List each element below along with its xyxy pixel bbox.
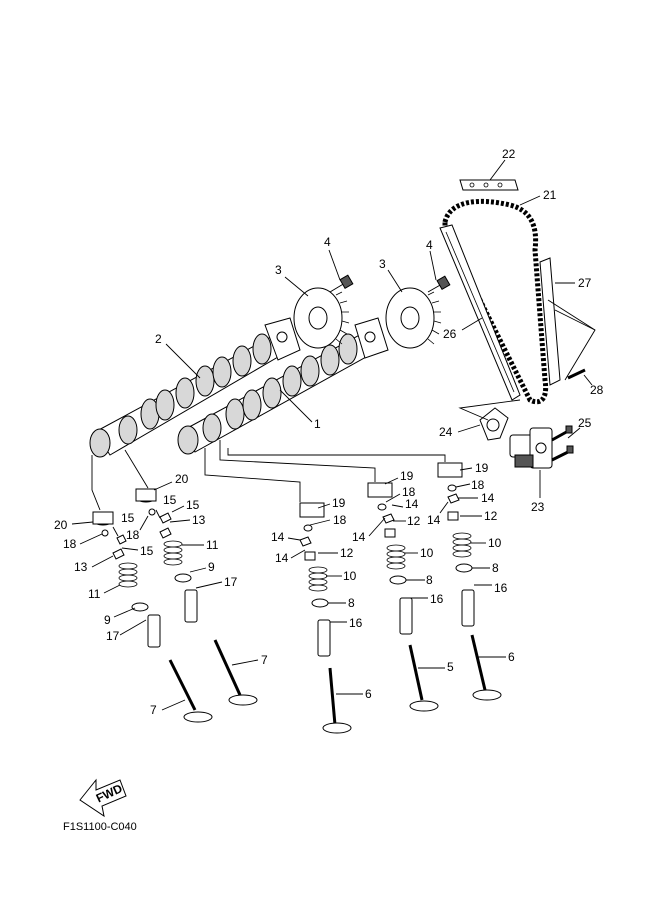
label-10-e: 10: [488, 536, 502, 550]
label-15-b1: 15: [163, 493, 177, 507]
valve-stack-b: [135, 488, 258, 706]
cam-chain-21: [442, 198, 549, 405]
label-18-d: 18: [402, 485, 416, 499]
fwd-arrow-icon: FWD: [79, 778, 127, 818]
label-8-e: 8: [492, 561, 499, 575]
label-26: 26: [443, 327, 457, 341]
label-4-left: 4: [324, 235, 331, 249]
label-8-c: 8: [348, 596, 355, 610]
tensioner-guide-27: [539, 257, 596, 386]
label-7-right: 7: [261, 653, 268, 667]
label-12-e: 12: [484, 509, 498, 523]
valve-stack-c: [299, 502, 352, 734]
label-14-e1: 14: [481, 491, 495, 505]
label-14-e2: 14: [427, 513, 441, 527]
pin-28: [567, 368, 586, 380]
valve-stack-e: [437, 462, 502, 701]
label-7-left: 7: [150, 703, 157, 717]
label-9-a: 9: [104, 613, 111, 627]
label-13-b: 13: [192, 513, 206, 527]
label-18-b: 18: [126, 528, 140, 542]
label-15-a1: 15: [121, 511, 135, 525]
chain-guide-22: [459, 179, 519, 191]
valve-stack-a: [92, 511, 213, 723]
label-8-d: 8: [426, 573, 433, 587]
label-20-a: 20: [54, 518, 68, 532]
label-14-c2: 14: [275, 551, 289, 565]
label-19-d: 19: [400, 469, 414, 483]
label-10-c: 10: [343, 569, 357, 583]
label-25: 25: [578, 416, 592, 430]
label-18-e: 18: [471, 478, 485, 492]
camshaft-2: [89, 317, 301, 458]
gasket-24: [479, 407, 509, 441]
label-6-right: 6: [508, 650, 515, 664]
label-11-a: 11: [88, 587, 101, 601]
label-14-d1: 14: [405, 497, 419, 511]
label-14-d2: 14: [352, 530, 366, 544]
camshaft-1: [177, 317, 389, 455]
label-20-b: 20: [175, 472, 189, 486]
label-17-b: 17: [224, 575, 238, 589]
label-1: 1: [314, 417, 321, 431]
label-23: 23: [531, 500, 545, 514]
label-16-e: 16: [494, 581, 508, 595]
label-24: 24: [439, 425, 453, 439]
label-27: 27: [578, 276, 592, 290]
label-11-b: 11: [206, 538, 219, 552]
label-18-a: 18: [63, 537, 77, 551]
label-3-left: 3: [275, 263, 282, 277]
label-15-a2: 15: [140, 544, 154, 558]
label-9-b: 9: [208, 560, 215, 574]
label-13-a: 13: [74, 560, 88, 574]
label-3-right: 3: [379, 257, 386, 271]
bolt-25: [551, 425, 574, 462]
tensioner-23: [509, 427, 553, 469]
label-19-c: 19: [332, 496, 346, 510]
cam-sprocket-right: [385, 287, 442, 349]
label-16-c: 16: [349, 616, 363, 630]
label-12-d: 12: [407, 514, 421, 528]
label-2: 2: [155, 332, 162, 346]
label-4-right: 4: [426, 238, 433, 252]
label-5: 5: [447, 660, 454, 674]
bolt-right: [427, 275, 451, 293]
label-14-c1: 14: [271, 530, 285, 544]
label-15-b2: 15: [186, 498, 200, 512]
bolt-left: [329, 274, 354, 293]
callouts: 1 2 3 3 4 4 5 6 6 7 7 8 8 8: [54, 147, 604, 717]
label-16-d: 16: [430, 592, 444, 606]
label-6-mid: 6: [365, 687, 372, 701]
cam-sprocket-left: [293, 287, 350, 349]
valve-stack-d: [367, 482, 439, 712]
diagram-code: F1S1100-C040: [63, 821, 137, 833]
label-22: 22: [502, 147, 516, 161]
label-17-a: 17: [106, 629, 120, 643]
chain-guide-26: [439, 224, 521, 401]
label-21: 21: [543, 188, 557, 202]
label-12-c: 12: [340, 546, 354, 560]
assembly-leaders: [91, 309, 596, 511]
label-10-d: 10: [420, 546, 434, 560]
label-19-e: 19: [475, 461, 489, 475]
label-28: 28: [590, 383, 604, 397]
label-18-c: 18: [333, 513, 347, 527]
